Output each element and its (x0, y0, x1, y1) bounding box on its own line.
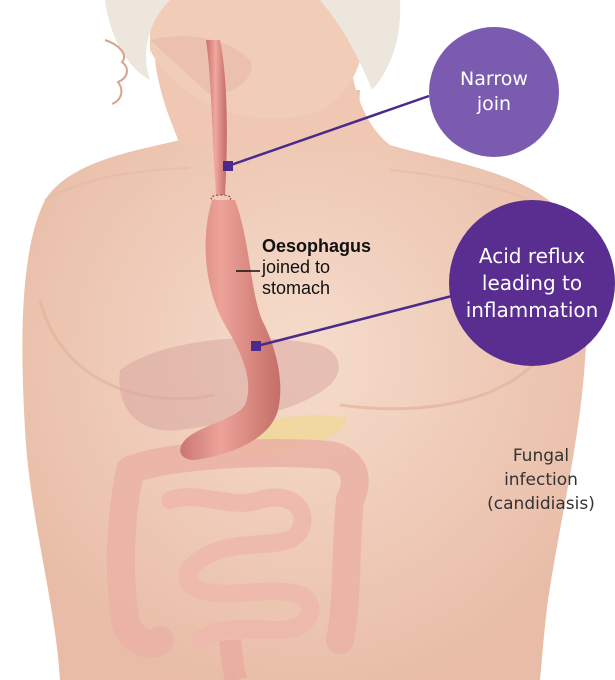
narrow-join-line-2: join (460, 92, 528, 117)
oesophagus-line-3: stomach (262, 278, 371, 299)
fungal-line-2: infection (476, 468, 606, 492)
oesophagus-line-2: joined to (262, 257, 371, 278)
acid-reflux-line-3: inflammation (466, 297, 599, 324)
fungal-line-1: Fungal (476, 444, 606, 468)
rectum (230, 640, 236, 680)
narrow-join-line-1: Narrow (460, 67, 528, 92)
fungal-line-3: (candidiasis) (476, 492, 606, 516)
acid-reflux-callout: Acid reflux leading to inflammation (449, 200, 615, 366)
acid-reflux-pointer-end (251, 341, 261, 351)
acid-reflux-line-1: Acid reflux (466, 243, 599, 270)
narrow-join-callout: Narrow join (429, 27, 559, 157)
narrow-join-pointer-end (223, 161, 233, 171)
oesophagus-label: Oesophagus joined to stomach (262, 236, 371, 299)
fungal-infection-label: Fungal infection (candidiasis) (476, 444, 606, 516)
oesophagus-title: Oesophagus (262, 236, 371, 257)
acid-reflux-line-2: leading to (466, 270, 599, 297)
